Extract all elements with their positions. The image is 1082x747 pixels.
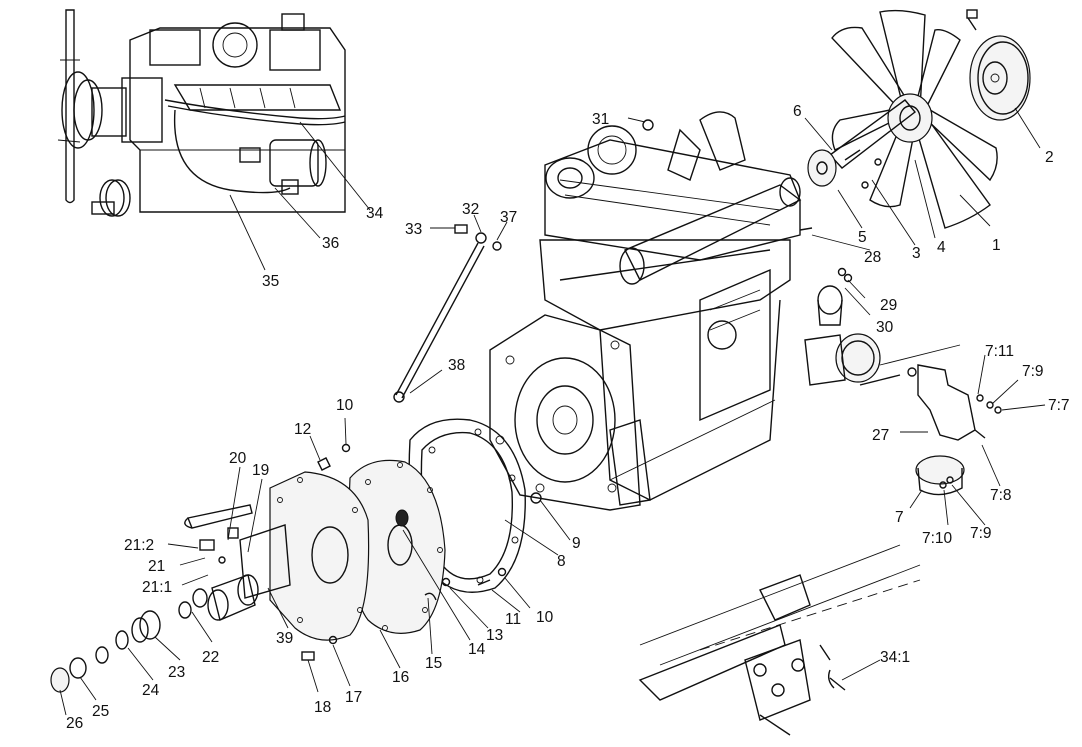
callout-25: 25	[92, 703, 109, 720]
callout-27: 27	[872, 427, 889, 444]
callout-13: 13	[486, 627, 503, 644]
callout-6: 6	[793, 103, 802, 120]
callout-8: 8	[557, 553, 566, 570]
callout-21: 21	[148, 558, 165, 575]
callout-12: 12	[294, 421, 311, 438]
callout-18: 18	[314, 699, 331, 716]
callout-36: 36	[322, 235, 339, 252]
callout-4: 4	[937, 239, 946, 256]
callout-5: 5	[858, 229, 867, 246]
callout-1: 1	[992, 237, 1001, 254]
callout-32: 32	[462, 201, 479, 218]
callout-7: 7	[895, 509, 904, 526]
leader-lines	[59, 107, 1046, 716]
main-engine-block	[489, 111, 881, 511]
callout-23: 23	[168, 664, 185, 681]
callout-7-8: 7:8	[990, 487, 1012, 504]
callout-labels: 34 36 35 2 1 4 3 5 6 28 29 30 31 33 32 3…	[66, 103, 1070, 732]
pto-components	[50, 504, 291, 693]
callout-14: 14	[468, 641, 486, 658]
callout-7-9-top: 7:9	[1022, 363, 1044, 380]
callout-37: 37	[500, 209, 517, 226]
inset-engine-detail	[57, 9, 346, 217]
callout-19: 19	[252, 462, 269, 479]
callout-15: 15	[425, 655, 442, 672]
frame-mount-detail	[638, 544, 921, 736]
callout-10-bottom: 10	[536, 609, 554, 626]
callout-22: 22	[202, 649, 219, 666]
callout-11: 11	[505, 611, 521, 628]
callout-34-1: 34:1	[880, 649, 910, 666]
callout-34: 34	[366, 205, 384, 222]
callout-9: 9	[572, 535, 581, 552]
callout-30: 30	[876, 319, 894, 336]
callout-21-1: 21:1	[142, 579, 172, 596]
callout-17: 17	[345, 689, 362, 706]
callout-7-10: 7:10	[922, 530, 953, 547]
callout-21-2: 21:2	[124, 537, 154, 554]
support-rod	[393, 242, 485, 403]
callout-7-7: 7:7	[1048, 397, 1070, 414]
callout-7-9-bottom: 7:9	[970, 525, 992, 542]
callout-29: 29	[880, 297, 897, 314]
callout-33: 33	[405, 221, 422, 238]
starter-and-bracket	[859, 344, 1002, 496]
callout-3: 3	[912, 245, 921, 262]
callout-39: 39	[276, 630, 293, 647]
callout-28: 28	[864, 249, 881, 266]
callout-7-11: 7:11	[985, 343, 1014, 360]
callout-24: 24	[142, 682, 160, 699]
callout-20: 20	[229, 450, 247, 467]
callout-38: 38	[448, 357, 465, 374]
fasteners	[301, 119, 853, 661]
callout-31: 31	[592, 111, 609, 128]
adapter-plates	[269, 418, 526, 641]
callout-35: 35	[262, 273, 279, 290]
callout-26: 26	[66, 715, 83, 732]
callout-10-top: 10	[336, 397, 354, 414]
callout-16: 16	[392, 669, 409, 686]
fan-assembly	[807, 9, 1031, 229]
callout-2: 2	[1045, 149, 1054, 166]
